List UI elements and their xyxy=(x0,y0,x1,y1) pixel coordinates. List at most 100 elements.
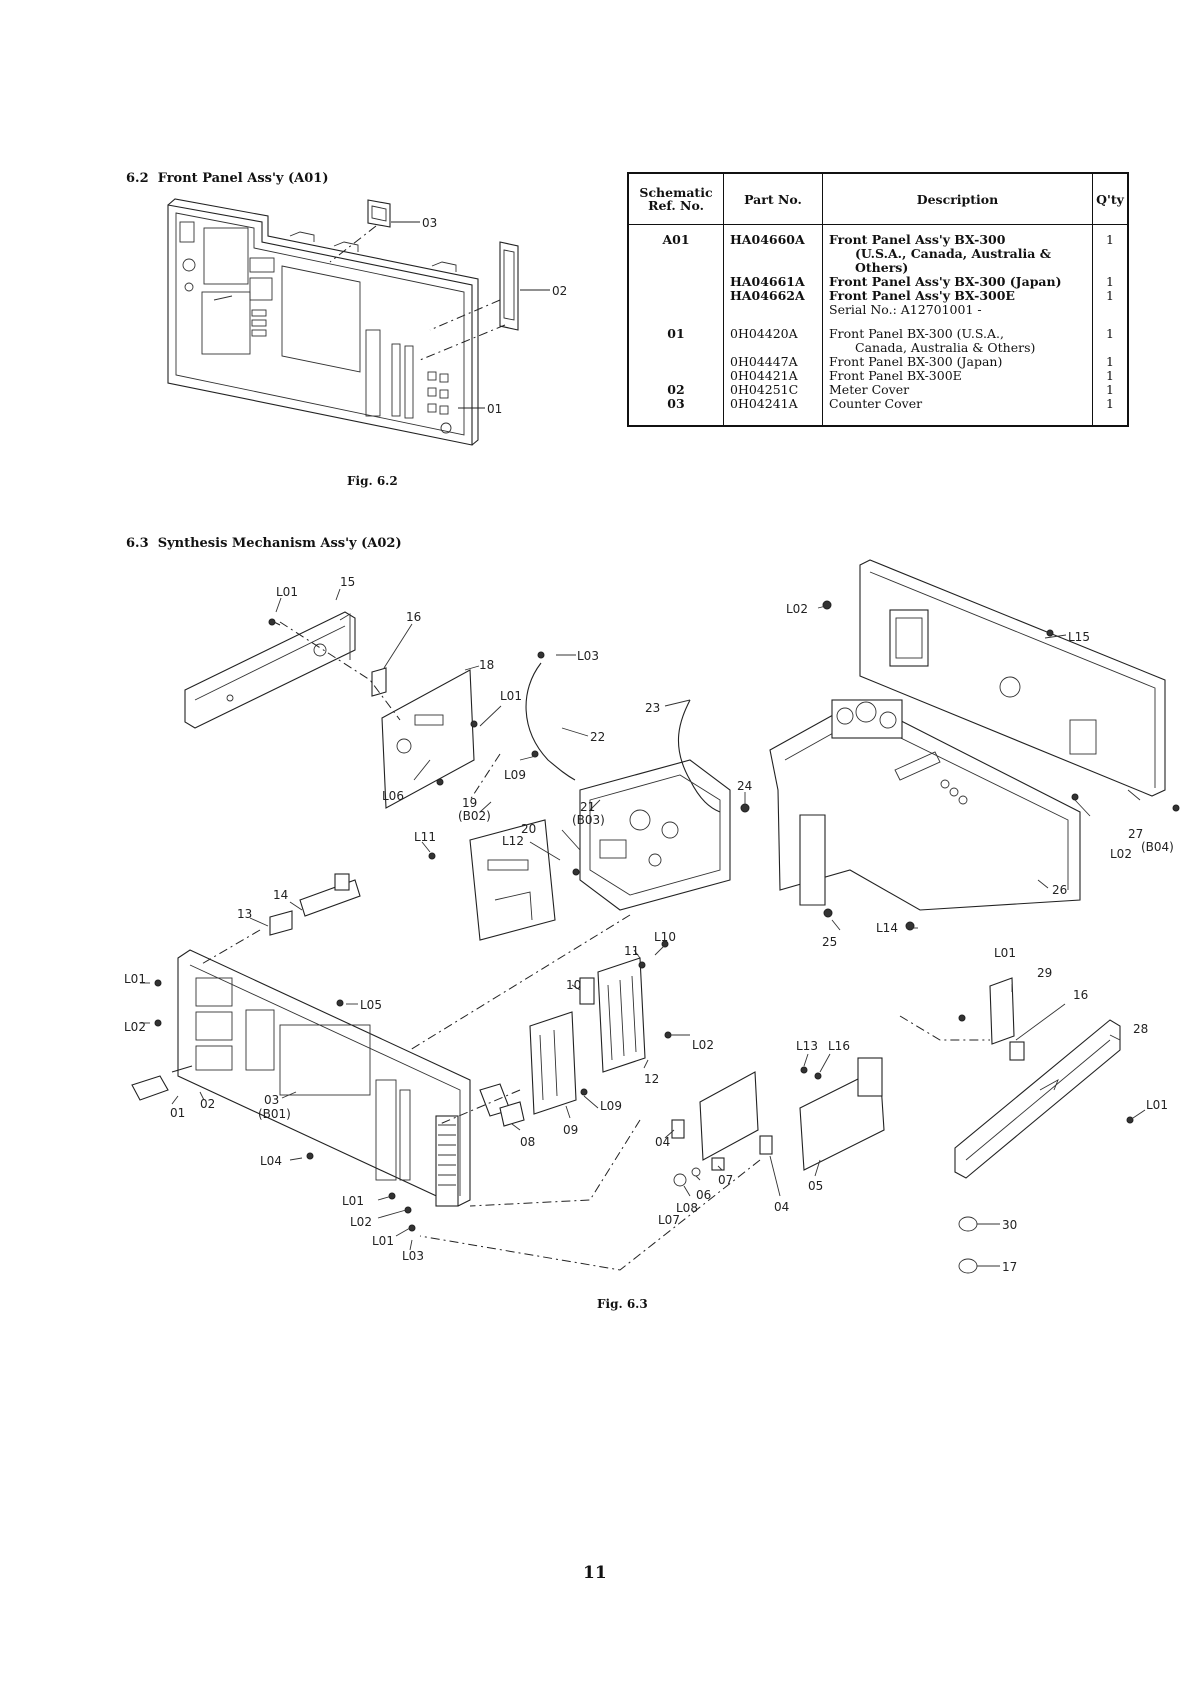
callout-01: 01 xyxy=(170,1106,185,1120)
callout-16: 16 xyxy=(406,610,421,624)
callout-L02: L02 xyxy=(786,602,808,616)
callout-10: 10 xyxy=(566,978,581,992)
callout-L01: L01 xyxy=(124,972,146,986)
section-number: 6.3 xyxy=(126,536,149,551)
desc-line: Front Panel Ass'y BX-300 (Japan) xyxy=(829,274,1062,289)
callout-24: 24 xyxy=(737,779,752,793)
cell-part: HA04662A xyxy=(723,289,823,303)
cell-desc: Front Panel Ass'y BX-300 (U.S.A., Canada… xyxy=(822,224,1093,275)
table-row: 01 0H04420A Front Panel BX-300 (U.S.A., … xyxy=(627,327,1129,355)
table-row: A01 HA04660A Front Panel Ass'y BX-300 (U… xyxy=(627,224,1129,275)
callout-B03: (B03) xyxy=(572,813,605,827)
cell-qty: 1 xyxy=(1092,369,1129,383)
callout-01: 01 xyxy=(487,402,502,416)
page-number: 11 xyxy=(583,1563,607,1583)
callout-03: 03 xyxy=(264,1093,279,1107)
desc-line: (U.S.A., Canada, Australia & xyxy=(855,246,1052,261)
callout-L03: L03 xyxy=(402,1249,424,1263)
table-row: HA04662A Front Panel Ass'y BX-300E 1 xyxy=(627,288,1129,303)
cell-part: HA04661A xyxy=(723,275,823,289)
callout-L06: L06 xyxy=(382,789,404,803)
callout-04: 04 xyxy=(774,1200,789,1214)
table-row: HA04661A Front Panel Ass'y BX-300 (Japan… xyxy=(627,274,1129,289)
desc-line: Counter Cover xyxy=(829,396,923,411)
callout-L10: L10 xyxy=(654,930,676,944)
callout-06: 06 xyxy=(696,1188,711,1202)
callout-28: 28 xyxy=(1133,1022,1148,1036)
section-6-3-heading: 6.3 Synthesis Mechanism Ass'y (A02) xyxy=(126,536,402,551)
cell-part: HA04660A xyxy=(723,224,823,275)
callout-17: 17 xyxy=(1002,1260,1017,1274)
desc-line: Front Panel Ass'y BX-300 xyxy=(829,232,1006,247)
callout-27: 27 xyxy=(1128,827,1143,841)
cell-part: 0H04420A xyxy=(723,327,823,355)
section-6-2-heading: 6.2 Front Panel Ass'y (A01) xyxy=(126,171,329,186)
callout-16: 16 xyxy=(1073,988,1088,1002)
callout-03: 03 xyxy=(422,216,437,230)
callout-23: 23 xyxy=(645,701,660,715)
desc-line: Others) xyxy=(855,260,909,275)
callout-05: 05 xyxy=(808,1179,823,1193)
callout-L02: L02 xyxy=(1110,847,1132,861)
callout-L02: L02 xyxy=(124,1020,146,1034)
desc-line: Front Panel BX-300E xyxy=(829,368,962,383)
desc-line: Front Panel Ass'y BX-300E xyxy=(829,288,1015,303)
callout-B02: (B02) xyxy=(458,809,491,823)
callout-L05: L05 xyxy=(360,998,382,1012)
callout-21: 21 xyxy=(580,800,595,814)
table-header-row: Schematic Ref. No. Part No. Description … xyxy=(627,172,1129,225)
callout-B04: (B04) xyxy=(1141,840,1174,854)
cell-desc: Front Panel Ass'y BX-300 (Japan) xyxy=(822,274,1093,289)
header-desc: Description xyxy=(822,172,1093,225)
header-qty: Q'ty xyxy=(1092,172,1129,225)
callout-29: 29 xyxy=(1037,966,1052,980)
cell-qty xyxy=(1092,303,1129,327)
cell-desc: Meter Cover xyxy=(822,383,1093,397)
cell-ref: 03 xyxy=(627,397,724,426)
fig-6-2-caption: Fig. 6.2 xyxy=(347,474,398,488)
callout-11: 11 xyxy=(624,944,639,958)
fig-6-3-caption: Fig. 6.3 xyxy=(597,1297,648,1311)
callout-25: 25 xyxy=(822,935,837,949)
callout-L13: L13 xyxy=(796,1039,818,1053)
callout-L08: L08 xyxy=(676,1201,698,1215)
callout-15: 15 xyxy=(340,575,355,589)
desc-line: Serial No.: A12701001 - xyxy=(829,302,982,317)
callout-08: 08 xyxy=(520,1135,535,1149)
section-title: Front Panel Ass'y (A01) xyxy=(157,171,329,186)
callout-L09: L09 xyxy=(504,768,526,782)
callout-L04: L04 xyxy=(260,1154,282,1168)
callout-L03: L03 xyxy=(577,649,599,663)
callout-L01: L01 xyxy=(1146,1098,1168,1112)
cell-qty: 1 xyxy=(1092,355,1129,369)
parts-table: Schematic Ref. No. Part No. Description … xyxy=(627,172,1129,427)
cell-part: 0H04447A xyxy=(723,355,823,369)
table-row: 0H04421A Front Panel BX-300E 1 xyxy=(627,368,1129,383)
callout-02: 02 xyxy=(552,284,567,298)
fig-6-2-front-panel-drawing: 03 02 01 xyxy=(167,198,567,446)
cell-desc: Counter Cover xyxy=(822,396,1093,426)
callout-02: 02 xyxy=(200,1097,215,1111)
callout-26: 26 xyxy=(1052,883,1067,897)
fig-6-3-mechanism-drawing: L01 15 16 18 L01 L03 22 23 L09 L06 19 (B… xyxy=(124,559,1180,1274)
callout-20: 20 xyxy=(521,822,536,836)
callout-07: 07 xyxy=(718,1173,733,1187)
callout-L15: L15 xyxy=(1068,630,1090,644)
cell-qty: 1 xyxy=(1092,397,1129,426)
callout-L01: L01 xyxy=(276,585,298,599)
callout-L01: L01 xyxy=(500,689,522,703)
cell-qty: 1 xyxy=(1092,289,1129,303)
cell-desc: Front Panel BX-300E xyxy=(822,368,1093,383)
cell-desc: Front Panel BX-300 (U.S.A., Canada, Aust… xyxy=(822,327,1093,355)
callout-L01: L01 xyxy=(372,1234,394,1248)
callout-18: 18 xyxy=(479,658,494,672)
cell-desc: Serial No.: A12701001 - xyxy=(822,302,1093,327)
cell-ref: 01 xyxy=(627,327,724,355)
cell-desc: Front Panel Ass'y BX-300E xyxy=(822,288,1093,303)
callout-L12: L12 xyxy=(502,834,524,848)
callout-13: 13 xyxy=(237,907,252,921)
callout-30: 30 xyxy=(1002,1218,1017,1232)
callout-L07: L07 xyxy=(658,1213,680,1227)
callout-09: 09 xyxy=(563,1123,578,1137)
